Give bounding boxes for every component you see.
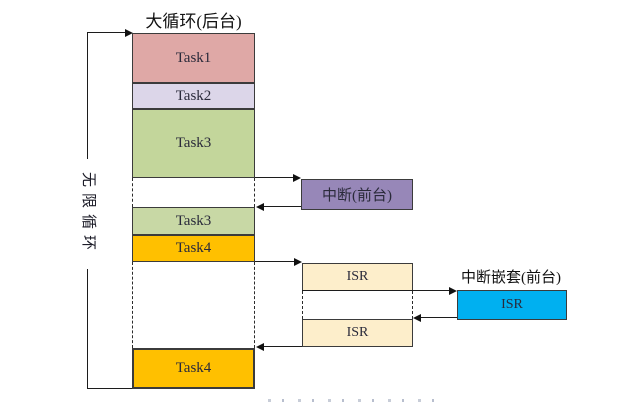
nested-isr-block: ISR (457, 290, 567, 320)
task4-block: Task4 (132, 235, 255, 262)
arrow-isr2-return-line (264, 346, 302, 347)
loop-line-vertical-lower (87, 257, 88, 389)
task1-block: Task1 (132, 33, 255, 83)
loop-line-bottom (87, 388, 133, 389)
cutoff-caption-remnant (268, 399, 443, 402)
isr-dashed-right (412, 291, 413, 319)
task2-label: Task2 (175, 87, 212, 104)
loop-arrowhead-icon (125, 29, 133, 37)
arrow-task3-to-interrupt-line (255, 177, 294, 178)
arrow-interrupt-return-line (264, 206, 301, 207)
arrow-nested-return-line (421, 317, 457, 318)
interrupt-label: 中断(前台) (322, 188, 392, 204)
column-dashed-right-2 (254, 262, 255, 348)
task4-label: Task4 (175, 240, 212, 256)
column-dashed-left-2 (132, 262, 133, 348)
nested-isr-label: ISR (501, 297, 523, 312)
isr2-label: ISR (346, 325, 369, 340)
task4-resume-label: Task4 (175, 360, 212, 376)
task2-block: Task2 (132, 83, 255, 109)
column-dashed-left-1 (132, 178, 133, 207)
loop-line-top (87, 32, 126, 33)
nested-interrupt-title: 中断嵌套(前台) (461, 270, 561, 286)
task3-resume-block: Task3 (132, 207, 255, 235)
interrupt-block: 中断(前台) (301, 179, 413, 210)
task4-resume-block: Task4 (132, 348, 255, 389)
arrow-nested-return-head-icon (413, 314, 421, 322)
column-dashed-right-1 (254, 178, 255, 207)
loop-line-vertical-upper (87, 32, 88, 170)
task3-block: Task3 (132, 109, 255, 178)
arrow-isr2-return-head-icon (256, 343, 264, 351)
arrow-isr1-to-nested-line (302, 290, 450, 291)
isr1-label: ISR (346, 269, 369, 284)
arrow-task4-to-isr-line (255, 261, 294, 262)
arrow-task3-to-interrupt-head-icon (293, 174, 301, 182)
infinite-loop-label: 无限循环 (79, 159, 97, 269)
task1-label: Task1 (175, 49, 212, 66)
background-loop-title: 大循环(后台) (145, 12, 242, 31)
arrow-task4-to-isr-head-icon (294, 258, 302, 266)
arrow-isr1-to-nested-head-icon (449, 287, 457, 295)
task3-label: Task3 (175, 135, 212, 151)
isr-dashed-left (302, 291, 303, 319)
arrow-interrupt-return-head-icon (256, 203, 264, 211)
task3-resume-label: Task3 (175, 212, 212, 229)
isr2-block: ISR (302, 319, 413, 347)
isr1-block: ISR (302, 263, 413, 291)
